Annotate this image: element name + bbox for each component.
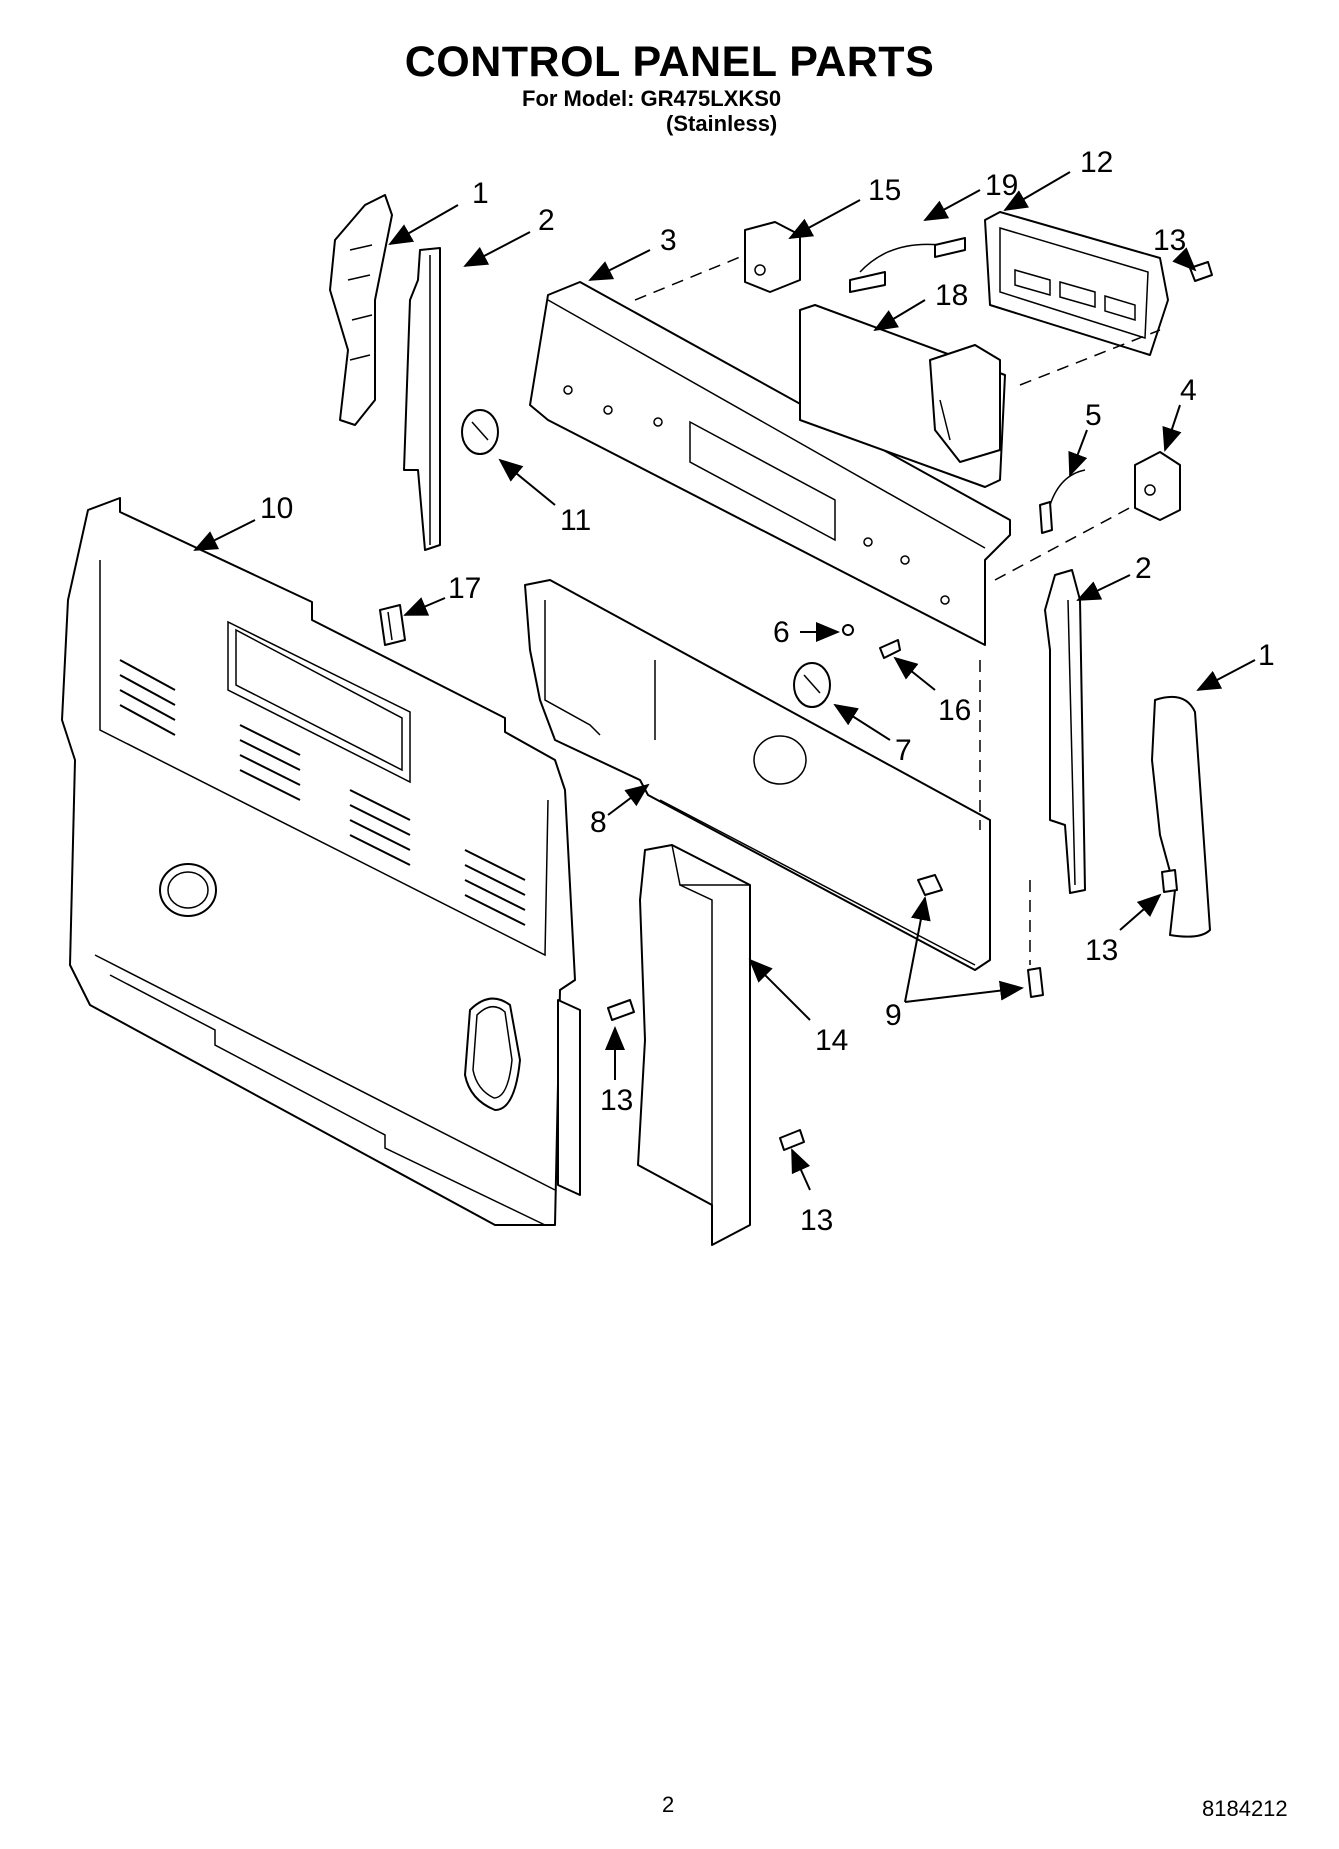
callout-4: 4 [1180,374,1197,407]
callout-11: 11 [560,504,591,537]
callout-13-right: 13 [1085,934,1118,967]
callout-5: 5 [1085,399,1102,432]
part-2-right-bracket [1044,569,1086,894]
callout-16: 16 [938,694,971,727]
part-1-right-trim [1151,696,1211,938]
page-number: 2 [662,1792,675,1817]
part-16-screw [879,639,901,659]
assembly-line [1019,329,1161,386]
callout-12: 12 [1080,146,1113,179]
part-4-switch [1134,451,1181,521]
part-5-wire [1039,469,1086,534]
part-3-control-panel [529,281,1011,646]
part-13-screw-d [779,1129,805,1151]
callout-1: 1 [472,177,489,210]
callout-1-right: 1 [1258,639,1275,672]
part-18-control-bracket [799,304,1006,488]
callout-2: 2 [538,204,555,237]
part-9-screw-b [1027,967,1044,998]
callout-15: 15 [868,174,901,207]
part-17-clip [379,604,406,646]
callout-8: 8 [590,806,607,839]
document-number: 8184212 [1202,1796,1288,1821]
part-9-screw-a [917,874,943,896]
callout-17: 17 [448,572,481,605]
part-13-screw-a [1189,261,1213,282]
part-8-lower-panel [524,579,991,971]
callout-7: 7 [895,734,912,767]
assembly-line [634,254,746,301]
part-2-left-bracket [403,247,441,551]
part-12-display-board [984,211,1169,356]
callout-2-right: 2 [1135,552,1152,585]
part-10-rear-panel [61,497,581,1226]
part-14-angle-bracket [637,844,751,1246]
leader-arrows [193,171,1256,1191]
callout-13-left: 13 [600,1084,633,1117]
callout-13: 13 [1153,224,1186,257]
part-7-knob [793,662,831,708]
part-13-screw-c [607,999,635,1021]
part-1-left-trim [329,194,393,426]
finish-label: (Stainless) [666,111,778,136]
part-11-knob [461,409,499,455]
part-13-screw-b [1161,869,1178,893]
part-15-switch [744,221,801,293]
callout-9: 9 [885,999,902,1032]
model-line: For Model: GR475LXKS0 [522,86,782,111]
callout-13-bottom: 13 [800,1204,833,1237]
page-title: CONTROL PANEL PARTS [404,38,935,86]
callout-14: 14 [815,1024,848,1057]
callout-10: 10 [260,492,293,525]
callout-19: 19 [985,169,1018,202]
callout-3: 3 [660,224,677,257]
callout-18: 18 [935,279,968,312]
part-6-screw [842,624,854,636]
assembly-line [994,504,1136,581]
part-19-harness [849,237,966,293]
callout-6: 6 [773,616,790,649]
